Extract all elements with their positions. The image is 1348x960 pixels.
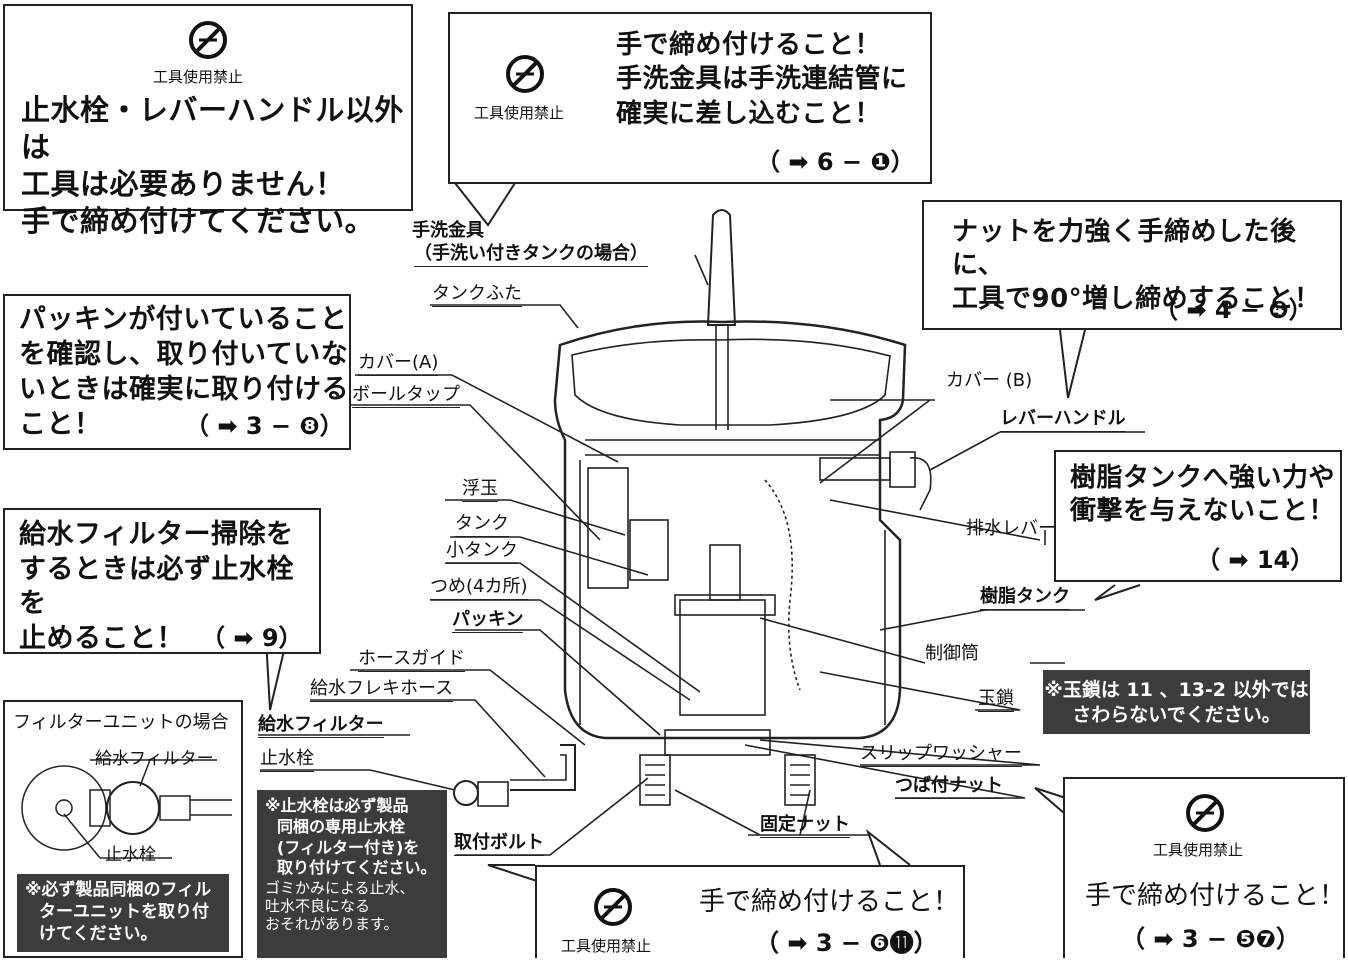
note-text: ナットを力強く手締めした後に、 工具で90°増し締めすること！ [952, 216, 1340, 316]
note-text: 手で締め付けること！ [699, 887, 960, 917]
label-float: 浮玉 [462, 480, 498, 502]
note-line: 手洗金具は手洗連結管に [616, 64, 908, 95]
label-cover-b: カバー (B) [946, 370, 1033, 391]
label-ball-chain: 玉鎖 [978, 690, 1014, 712]
reference-link: （ ➡ 4 − ❹） [1154, 296, 1313, 324]
warning-stop-valve: ※止水栓は必ず製品 同梱の専用止水栓 (フィルター付き)を 取り付けてください。… [257, 790, 447, 958]
note-text: 止水栓・レバーハンドル以外は 工具は必要ありません！ 手で締め付けてください。 [21, 92, 411, 240]
note-line: 樹脂タンクへ強い力や [1070, 463, 1336, 493]
label-fixing-nut: 固定ナット [760, 816, 850, 838]
inset-title: フィルターユニットの場合 [13, 712, 229, 733]
label-claws: つめ(4カ所) [430, 578, 528, 600]
reference-link: （ ➡ 6 − ❶） [756, 148, 915, 176]
label-slip-washer: スリップワッシャー [860, 745, 1022, 767]
label-hand-wash-fitting: 手洗金具 [412, 220, 484, 241]
note-line: 手で締め付けること！ [616, 30, 882, 60]
warning-line: ゴミかみによる止水、 [265, 879, 415, 898]
note-line: 給水フィルター掃除を [19, 519, 294, 550]
note-fixing-nut: 工具使用禁止 手で締め付けること！ （ ➡ 3 − ❻⓫） [535, 865, 965, 958]
reference-link: （ ➡ 14） [1196, 546, 1315, 574]
warning-detail: ゴミかみによる止水、 吐水不良になる おそれがあります。 [265, 879, 439, 933]
warning-line: ※必ず製品同梱のフィル [25, 880, 212, 900]
label-hose-guide: ホースガイド [358, 650, 466, 672]
no-tools-badge: 工具使用禁止 [153, 68, 244, 86]
note-flange-nut: 工具使用禁止 手で締め付けること！ （ ➡ 3 − ❺❼） [1063, 777, 1345, 958]
label-control-cylinder: 制御筒 [925, 643, 979, 664]
reference-link: （ ➡ 3 − ❽） [185, 412, 344, 440]
reference-link: （ ➡ 3 − ❻⓫） [755, 929, 938, 957]
note-filter-cleaning: 給水フィルター掃除を するときは必ず止水栓を 止めること！ （ ➡ 9） [3, 508, 321, 654]
label-tank: タンク [455, 515, 509, 537]
label-hand-wash-fitting-note: （手洗い付きタンクの場合） [414, 245, 648, 267]
note-line: いときは確実に取り付ける [19, 374, 349, 406]
note-packing: パッキンが付いていること を確認し、取り付いていな いときは確実に取り付ける こ… [3, 294, 351, 450]
no-tools-icon [189, 21, 227, 59]
no-tools-icon [506, 55, 544, 93]
label-ball-tap: ボールタップ [352, 386, 460, 408]
warning-line: けてください。 [39, 924, 158, 945]
label-cover-a: カバー(A) [358, 354, 439, 376]
note-line: パッキンが付いていること [19, 304, 348, 335]
warning-line: (フィルター付き)を [277, 837, 420, 857]
no-tools-badge: 工具使用禁止 [1153, 841, 1244, 859]
warning-line: 同梱の専用止水栓 [277, 816, 406, 836]
inset-label-filter: 給水フィルター [95, 749, 214, 769]
note-text: 手で締め付けること！ [1085, 881, 1346, 911]
no-tools-badge: 工具使用禁止 [561, 937, 652, 955]
note-line: 確実に差し込むこと！ [616, 98, 882, 129]
warning-line: 取り付けてください。 [277, 858, 437, 878]
note-text: 手で締め付けること！ 手洗金具は手洗連結管に 確実に差し込むこと！ [616, 28, 908, 131]
note-line: するときは必ず止水栓を [19, 553, 294, 620]
note-line: 工具で90°増し締めすること！ [952, 283, 1321, 314]
no-tools-icon [594, 888, 632, 926]
warning-ball-chain: ※玉鎖は 11 、13-2 以外では さわらないでください。 [1043, 670, 1310, 734]
warning-line: ターユニットを取り付 [39, 902, 209, 923]
label-water-filter: 給水フィルター [258, 716, 384, 738]
label-flange-nut: つば付ナット [895, 777, 1003, 799]
label-flexible-hose: 給水フレキホース [310, 680, 454, 702]
warning-line: 吐水不良になる [265, 897, 371, 916]
label-tank-lid: タンクふた [432, 285, 522, 307]
reference-link: （ ➡ 3 − ❺❼） [1121, 925, 1300, 953]
note-text: 樹脂タンクへ強い力や 衝撃を与えないこと！ [1070, 462, 1335, 529]
note-line: こと！ [19, 409, 102, 441]
note-hand-wash-fitting: 工具使用禁止 手で締め付けること！ 手洗金具は手洗連結管に 確実に差し込むこと！… [448, 12, 932, 184]
note-line: 手で締め付けてください。 [21, 204, 375, 239]
reference-link: （ ➡ 9） [201, 624, 303, 652]
note-line: 止水栓・レバーハンドル以外は [21, 93, 404, 165]
warning-line: さわらないでください。 [1072, 703, 1281, 726]
label-drain-lever: 排水レバー [966, 518, 1056, 539]
no-tools-icon [1186, 794, 1224, 832]
label-mounting-bolt: 取付ボルト [454, 834, 544, 856]
label-lever-handle: レバーハンドル [1000, 410, 1126, 432]
label-resin-tank: 樹脂タンク [980, 588, 1070, 610]
no-tools-badge: 工具使用禁止 [474, 104, 565, 122]
note-line: 止めること！ [19, 622, 184, 654]
note-line: を確認し、取り付いていな [19, 339, 349, 371]
note-tool-free-general: 工具使用禁止 止水栓・レバーハンドル以外は 工具は必要ありません！ 手で締め付け… [3, 4, 413, 238]
note-text: 給水フィルター掃除を するときは必ず止水栓を 止めること！ [19, 518, 319, 656]
inset-warning: ※必ず製品同梱のフィル ターユニットを取り付 けてください。 [17, 874, 229, 952]
warning-line: ※止水栓は必ず製品 [265, 796, 409, 815]
label-stop-valve: 止水栓 [260, 750, 314, 772]
note-line: 衝撃を与えないこと！ [1070, 496, 1336, 527]
label-small-tank: 小タンク [446, 542, 518, 564]
note-line: ナットを力強く手締めした後に、 [952, 217, 1297, 281]
note-line: 工具は必要ありません！ [21, 167, 345, 202]
note-nut-tighten: ナットを力強く手締めした後に、 工具で90°増し締めすること！ （ ➡ 4 − … [922, 200, 1342, 330]
label-packing: パッキン [452, 611, 524, 633]
warning-line: ※玉鎖は 11 、13-2 以外では [1044, 679, 1309, 701]
inset-label-valve: 止水栓 [105, 845, 156, 865]
warning-line: おそれがあります。 [265, 915, 399, 934]
note-resin-tank: 樹脂タンクへ強い力や 衝撃を与えないこと！ （ ➡ 14） [1054, 450, 1342, 582]
note-text: パッキンが付いていること を確認し、取り付いていな いときは確実に取り付ける こ… [19, 302, 349, 442]
inset-filter-unit: フィルターユニットの場合 給水フィルター 止水栓 ※必ず製品同梱のフィル ターユ… [3, 700, 243, 958]
